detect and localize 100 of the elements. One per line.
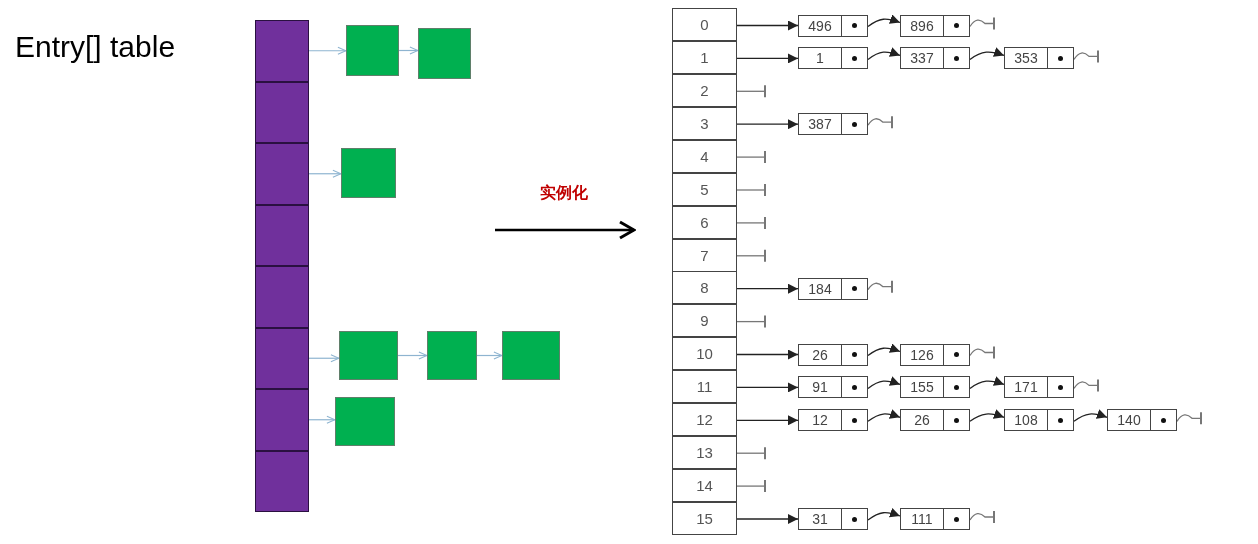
bucket-cell: 12 xyxy=(672,403,737,437)
bucket-cell: 13 xyxy=(672,435,737,469)
array-cell xyxy=(255,450,309,512)
list-node xyxy=(798,376,868,399)
entry-box xyxy=(341,148,396,198)
arrow xyxy=(397,351,428,360)
node-value: 26 xyxy=(913,411,931,431)
node-value: 387 xyxy=(807,115,833,135)
arrow xyxy=(867,14,901,28)
list-node xyxy=(798,409,868,432)
list-node xyxy=(1107,409,1177,432)
list-node xyxy=(798,343,868,366)
arrow xyxy=(867,47,901,61)
list-node xyxy=(798,277,868,300)
list-node xyxy=(798,113,868,136)
array-cell xyxy=(255,327,309,389)
list-node xyxy=(798,14,868,37)
null-terminator xyxy=(1073,49,1099,64)
node-value: 26 xyxy=(811,345,829,365)
node-value: 171 xyxy=(1013,378,1039,398)
bucket-cell: 7 xyxy=(672,238,737,272)
null-terminator xyxy=(736,215,766,230)
arrow xyxy=(736,514,799,524)
list-node xyxy=(900,47,970,70)
bucket-cell: 2 xyxy=(672,74,737,108)
null-terminator xyxy=(1176,411,1202,426)
arrow-label: 实例化 xyxy=(540,184,588,202)
null-terminator xyxy=(736,248,766,263)
list-node xyxy=(900,14,970,37)
node-value: 140 xyxy=(1116,411,1142,431)
entry-box xyxy=(502,331,560,380)
node-value: 111 xyxy=(910,510,934,529)
array-cell xyxy=(255,389,309,451)
null-terminator xyxy=(736,314,766,329)
null-terminator xyxy=(867,279,893,294)
list-node xyxy=(900,409,970,432)
node-value: 155 xyxy=(909,378,935,398)
null-terminator xyxy=(736,479,766,494)
bucket-cell: 1 xyxy=(672,41,737,75)
arrow xyxy=(736,20,799,31)
array-cell xyxy=(255,204,309,266)
bucket-cell: 0 xyxy=(672,8,737,42)
arrow xyxy=(736,283,799,294)
null-terminator xyxy=(736,446,766,461)
arrow xyxy=(398,46,419,55)
array-cell xyxy=(255,143,309,205)
bucket-cell: 11 xyxy=(672,370,737,404)
arrow xyxy=(736,382,799,393)
arrow xyxy=(867,343,901,357)
null-terminator xyxy=(969,510,995,524)
list-node xyxy=(1004,376,1074,399)
arrow xyxy=(736,119,799,130)
arrow xyxy=(1073,409,1108,422)
arrow xyxy=(969,47,1005,61)
bucket-cell: 10 xyxy=(672,337,737,371)
node-value: 337 xyxy=(909,49,935,69)
node-value: 108 xyxy=(1013,411,1039,431)
array-cell xyxy=(255,20,309,82)
arrow xyxy=(867,409,901,422)
list-node xyxy=(798,508,868,530)
arrow xyxy=(308,354,340,363)
node-value: 12 xyxy=(811,411,829,431)
bucket-cell: 8 xyxy=(672,271,737,305)
node-value: 353 xyxy=(1013,49,1039,69)
null-terminator xyxy=(969,345,995,360)
list-node xyxy=(1004,409,1074,432)
node-value: 126 xyxy=(909,345,935,365)
node-value: 1 xyxy=(815,49,825,69)
bucket-cell: 9 xyxy=(672,304,737,338)
list-node xyxy=(900,508,970,530)
null-terminator xyxy=(1073,378,1099,393)
null-terminator xyxy=(736,84,766,99)
arrow xyxy=(476,351,503,360)
entry-box xyxy=(427,331,477,380)
null-terminator xyxy=(969,16,995,31)
node-value: 91 xyxy=(811,378,829,398)
table-label: Entry[] table xyxy=(15,30,176,63)
entry-box xyxy=(418,28,471,79)
bucket-cell: 6 xyxy=(672,205,737,239)
node-value: 496 xyxy=(807,16,833,36)
arrow xyxy=(736,53,799,64)
null-terminator xyxy=(736,183,766,197)
arrow xyxy=(736,415,799,426)
arrow xyxy=(308,415,336,424)
bucket-cell: 5 xyxy=(672,172,737,206)
node-value: 31 xyxy=(811,510,829,529)
arrow xyxy=(736,349,799,360)
bucket-cell: 14 xyxy=(672,468,737,502)
array-cell xyxy=(255,81,309,143)
array-cell xyxy=(255,266,309,328)
arrow xyxy=(867,508,901,521)
entry-box xyxy=(346,25,399,76)
bucket-cell: 3 xyxy=(672,106,737,140)
bucket-cell: 4 xyxy=(672,139,737,173)
arrow xyxy=(308,169,342,178)
null-terminator xyxy=(736,150,766,165)
entry-box xyxy=(335,397,395,446)
entry-box xyxy=(339,331,398,380)
arrow xyxy=(969,409,1005,422)
bucket-cell: 15 xyxy=(672,501,737,535)
